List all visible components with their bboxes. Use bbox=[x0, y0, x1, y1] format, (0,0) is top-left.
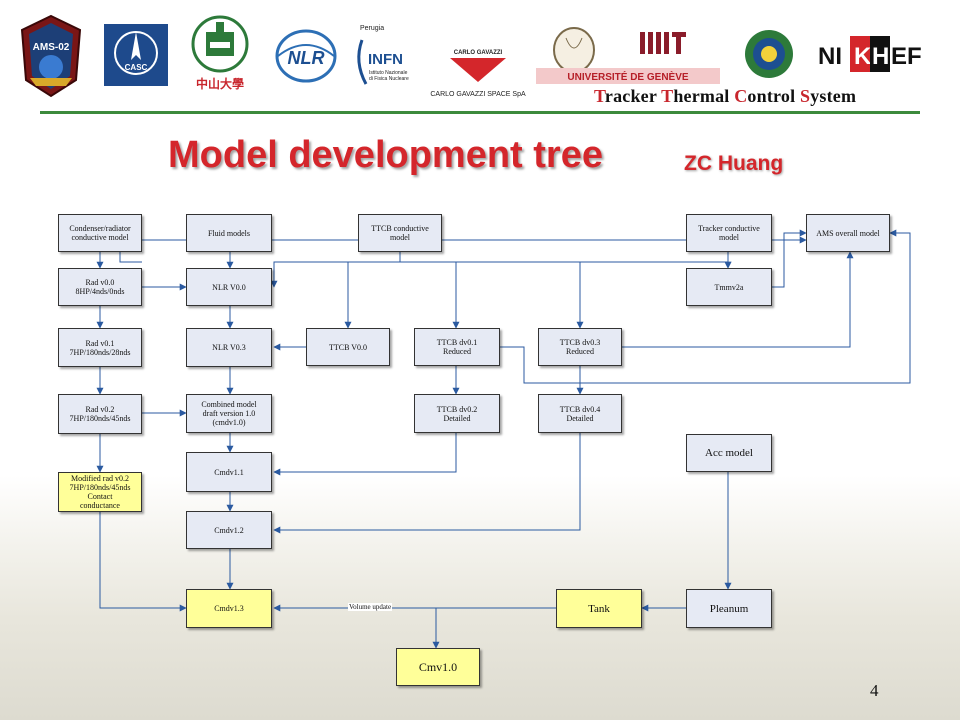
edge-ttcbcond-ttcbdv01 bbox=[400, 261, 460, 329]
edge-ttcbdv04-cmdv12 bbox=[273, 433, 581, 534]
carlo-gavazzi-space-text: CARLO GAVAZZI SPACE SpA bbox=[430, 91, 526, 98]
node-nlr-v00: NLR V0.0 bbox=[186, 268, 272, 306]
node-tank: Tank bbox=[556, 589, 642, 628]
edge-tmmv2a-ams bbox=[772, 229, 807, 288]
geneve-logo-text: UNIVERSITÉ DE GENÈVE bbox=[567, 70, 688, 83]
node-cmdv12: Cmdv1.2 bbox=[186, 511, 272, 549]
header-divider bbox=[40, 111, 920, 114]
edge-ttcbdv01-ams bbox=[500, 229, 911, 384]
sysu-logo-text: 中山大學 bbox=[196, 76, 244, 91]
edge-ttcbdv02-cmdv11 bbox=[273, 433, 457, 476]
infn-logo-sub1: Istituto Nazionale bbox=[369, 70, 408, 76]
slide-author: ZC Huang bbox=[684, 152, 784, 175]
ams02-logo: AMS-02 bbox=[20, 14, 82, 98]
node-ttcb-v00: TTCB V0.0 bbox=[306, 328, 390, 366]
edge-ttcbcond-tmmv2a bbox=[400, 261, 732, 269]
page-number: 4 bbox=[870, 681, 879, 700]
mit-logo bbox=[640, 32, 686, 54]
edge-ttcbdv03-ams bbox=[622, 251, 854, 348]
edge-ttcbcond-ttcb00 bbox=[344, 261, 400, 329]
sysu-logo: 中山大學 bbox=[191, 15, 249, 91]
ams02-logo-text: AMS-02 bbox=[33, 42, 70, 53]
casc-logo: CASC bbox=[104, 24, 168, 86]
node-nlr-v03: NLR V0.3 bbox=[186, 328, 272, 367]
infn-logo: Perugia INFN Istituto Nazionale di Fisic… bbox=[357, 25, 409, 85]
logo-strip: AMS-02 CASC 中山大學 NLR Perugia INFN Istitu… bbox=[0, 0, 960, 112]
node-cmdv11: Cmdv1.1 bbox=[186, 452, 272, 492]
node-ams-overall: AMS overall model bbox=[806, 214, 890, 252]
nikhef-logo-text-h: H bbox=[872, 43, 889, 70]
nikhef-logo-text-ni: NI bbox=[818, 43, 842, 70]
node-acc-model: Acc model bbox=[686, 434, 772, 472]
node-tmmv2a: Tmmv2a bbox=[686, 268, 772, 306]
edge-label-volume-update: Volume update bbox=[348, 603, 393, 611]
nikhef-logo: NI K H EF bbox=[818, 36, 922, 72]
node-pleanum: Pleanum bbox=[686, 589, 772, 628]
edge-modrad-cmdv13 bbox=[99, 512, 187, 612]
geneve-logo: UNIVERSITÉ DE GENÈVE bbox=[536, 27, 720, 84]
nlr-logo: NLR bbox=[275, 29, 337, 83]
nikhef-logo-text-ef: EF bbox=[891, 43, 922, 70]
system-title: Tracker Thermal Control System bbox=[594, 86, 857, 106]
slide-title: Model development tree bbox=[168, 134, 603, 176]
infn-logo-location: Perugia bbox=[360, 25, 384, 32]
infn-logo-sub2: di Fisica Nucleare bbox=[369, 76, 409, 82]
node-cmv10: Cmv1.0 bbox=[396, 648, 480, 686]
carlo-gavazzi-logo: CARLO GAVAZZI CARLO GAVAZZI SPACE SpA bbox=[430, 50, 526, 98]
nikhef-logo-text-k: K bbox=[854, 43, 872, 70]
node-fluid-models: Fluid models bbox=[186, 214, 272, 252]
carlo-gavazzi-small-text: CARLO GAVAZZI bbox=[454, 50, 503, 56]
edge-ttcbcond-nlr00 bbox=[270, 252, 401, 288]
emblem-logo bbox=[745, 30, 793, 78]
nlr-logo-text: NLR bbox=[288, 48, 325, 68]
edge-ttcbcond-ttcbdv03 bbox=[400, 261, 584, 329]
node-cmdv13: Cmdv1.3 bbox=[186, 589, 272, 628]
casc-logo-text: CASC bbox=[125, 63, 148, 72]
infn-logo-text: INFN bbox=[368, 51, 403, 68]
